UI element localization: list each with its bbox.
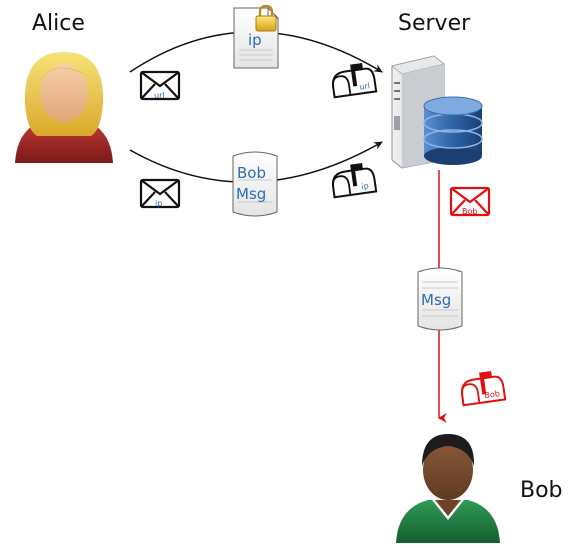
- mailbox-icon: Bob: [460, 371, 507, 407]
- envelope-icon: ip: [139, 178, 181, 209]
- server-database-icon: [391, 55, 483, 169]
- bottom-doc-line1: Bob: [237, 164, 266, 182]
- mailbox-icon: ip: [331, 163, 378, 199]
- document-icon: Bob Msg: [232, 151, 278, 217]
- envelope-icon: url: [139, 70, 181, 101]
- person-bob-icon: [396, 434, 500, 543]
- bottom-envelope-label: ip: [155, 199, 162, 208]
- top-doc-text: ip: [248, 31, 262, 49]
- bottom-doc-line2: Msg: [236, 185, 266, 203]
- envelope-icon: Bob: [449, 186, 491, 217]
- alice-label: Alice: [32, 11, 85, 36]
- server-label: Server: [398, 11, 471, 36]
- person-alice-icon: [15, 52, 113, 163]
- bob-mailbox-label: Bob: [484, 389, 501, 400]
- document-icon: Msg: [417, 267, 463, 331]
- server-doc-text: Msg: [421, 291, 451, 309]
- mailbox-icon: url: [331, 63, 378, 99]
- bottom-mailbox-label: ip: [361, 181, 369, 191]
- top-mailbox-label: url: [359, 81, 371, 91]
- padlock-icon: [255, 4, 277, 32]
- server-envelope-label: Bob: [462, 207, 477, 216]
- bob-label: Bob: [520, 478, 563, 503]
- top-envelope-label: url: [154, 91, 165, 100]
